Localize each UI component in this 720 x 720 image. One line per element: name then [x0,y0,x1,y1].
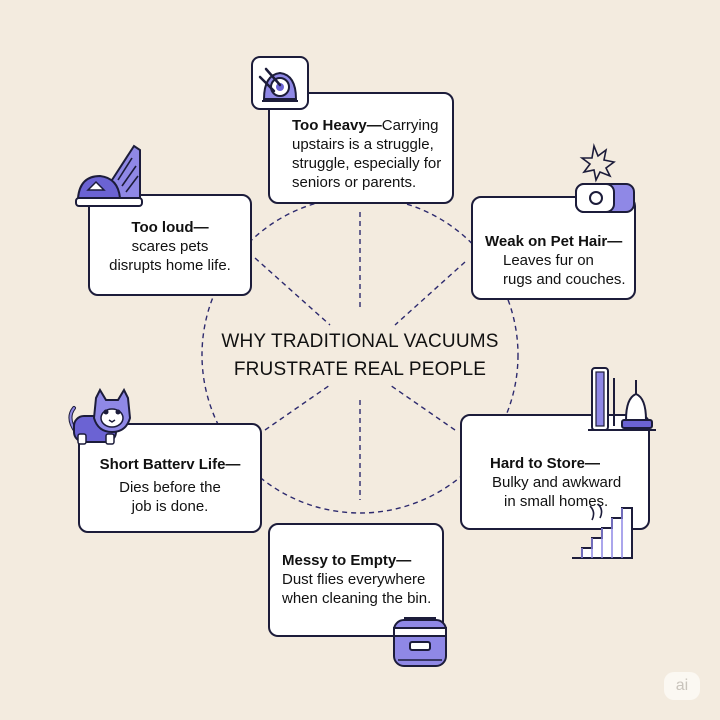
ai-badge: ai [664,672,700,700]
storage-closet-icon [588,367,656,431]
card-title: Short Batterv Life— [99,456,241,473]
cat-icon [68,388,132,445]
card-line: job is done. [131,498,209,515]
card-too-heavy: Too Heavy—Carrying upstairs is a struggl… [268,92,454,204]
pet-hair-vacuum-icon [575,143,635,213]
card-title: Too Heavy— [292,117,382,134]
stairs-icon [572,503,633,559]
card-line: Leaves fur on [503,252,594,269]
heavy-vacuum-icon [251,56,309,110]
title-line-2: FRUSTRATE REAL PEOPLE [233,359,487,380]
card-weak-on-pet-hair: Weak on Pet Hair— Leaves fur on rugs and… [471,196,636,300]
card-line: when cleaning the bin. [282,590,432,607]
card-line: scares pets [131,238,209,255]
card-hard-to-store: Hard to Store— Bulky and awkward in smal… [460,414,650,530]
card-line: seniors or parents. [292,174,417,191]
dust-bin-icon [393,617,447,667]
card-line: disrupts home life. [109,257,231,274]
title-line-1: WHY TRADITIONAL VACUUMS [221,331,499,352]
card-title: Too loud— [131,219,209,236]
card-short-battery-life: Short Batterv Life— Dies before the job … [78,423,262,533]
card-title: Weak on Pet Hair— [485,233,623,250]
card-line: in small homes. [504,493,609,510]
card-line: Dies before the [119,479,221,496]
card-title: Messy to Empty— [282,552,412,569]
card-line: Dust flies everywhere [282,571,426,588]
card-line: upstairs is a struggle, [292,136,434,153]
card-too-loud: Too loud— scares pets disrupts home life… [88,194,252,296]
diagram-title: WHY TRADITIONAL VACUUMS FRUSTRATE REAL P… [170,328,550,384]
card-line: struggle, especially for [292,155,442,172]
card-title: Hard to Store— [490,455,601,472]
card-line: Carrying [381,117,439,134]
card-line: Bulky and awkward [492,474,622,491]
card-line: rugs and couches. [503,271,626,288]
loud-vacuum-icon [75,144,143,207]
